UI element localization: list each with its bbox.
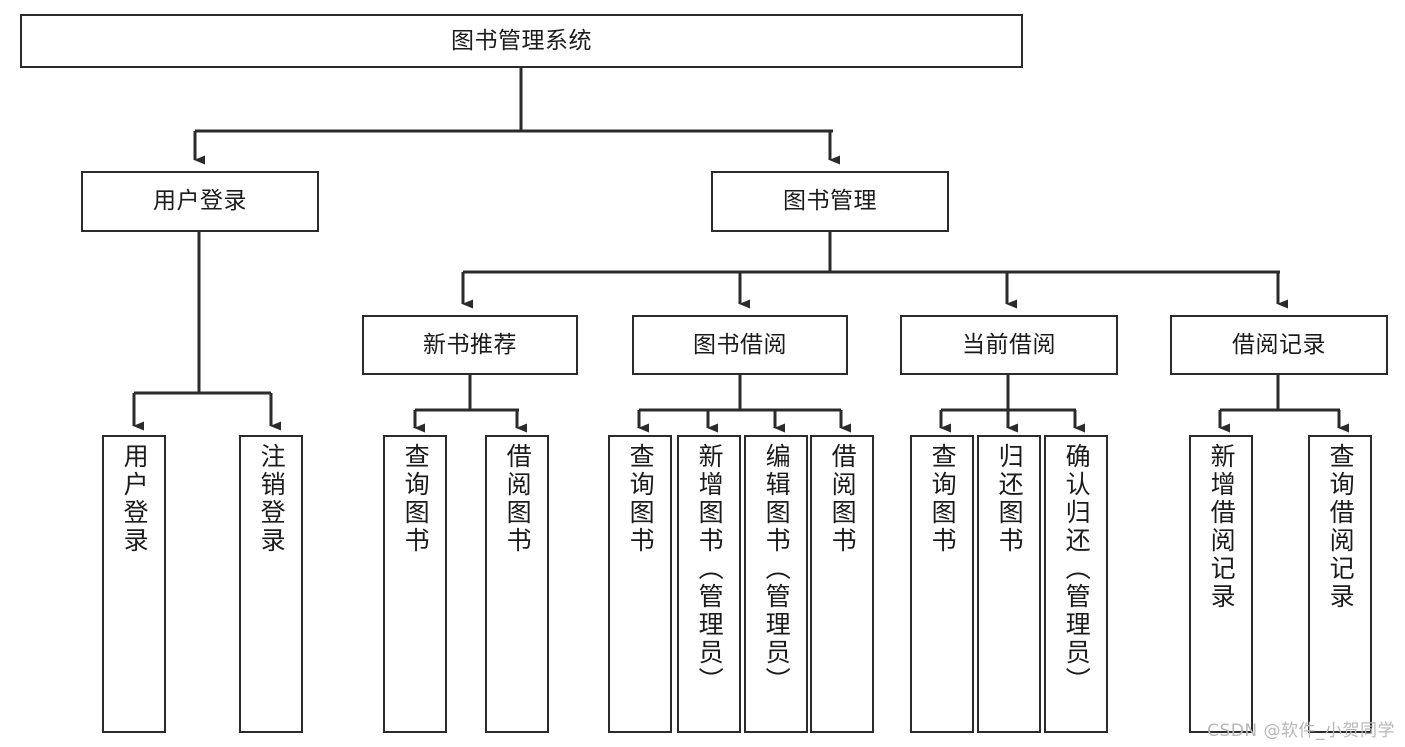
node-label: 查询借阅记录 xyxy=(1326,443,1356,611)
leaf-user-login[interactable]: 用户登录 xyxy=(102,435,166,733)
node-label: 用户登录 xyxy=(120,443,150,555)
leaf-query-book-recommend[interactable]: 查询图书 xyxy=(383,435,447,733)
node-label: 新增图书（管理员） xyxy=(695,443,725,695)
node-label: 用户登录 xyxy=(153,188,247,215)
leaf-borrow-book-recommend[interactable]: 借阅图书 xyxy=(485,435,549,733)
node-new-book-recommend[interactable]: 新书推荐 xyxy=(362,315,578,375)
node-label: 归还图书 xyxy=(995,443,1025,555)
node-label: 查询图书 xyxy=(626,443,656,555)
node-label: 借阅图书 xyxy=(503,443,533,555)
leaf-query-book-borrow[interactable]: 查询图书 xyxy=(608,435,672,733)
node-label: 借阅图书 xyxy=(828,443,858,555)
node-book-borrow[interactable]: 图书借阅 xyxy=(632,315,848,375)
node-borrow-record[interactable]: 借阅记录 xyxy=(1170,315,1388,375)
csdn-watermark: CSDN @软件_小贺同学 xyxy=(1207,721,1395,741)
leaf-query-borrow-record[interactable]: 查询借阅记录 xyxy=(1308,435,1372,733)
leaf-logout-login[interactable]: 注销登录 xyxy=(239,435,303,733)
leaf-add-borrow-record[interactable]: 新增借阅记录 xyxy=(1189,435,1253,733)
node-root-book-management-system[interactable]: 图书管理系统 xyxy=(20,14,1023,68)
leaf-confirm-return-admin[interactable]: 确认归还（管理员） xyxy=(1044,435,1108,733)
node-label: 编辑图书（管理员） xyxy=(762,443,792,695)
leaf-query-book-current[interactable]: 查询图书 xyxy=(910,435,974,733)
node-label: 注销登录 xyxy=(257,443,287,555)
node-label: 当前借阅 xyxy=(962,331,1056,358)
node-label: 图书借阅 xyxy=(693,331,787,358)
node-label: 借阅记录 xyxy=(1232,331,1326,358)
node-label: 确认归还（管理员） xyxy=(1062,443,1092,695)
node-label: 新增借阅记录 xyxy=(1207,443,1237,611)
leaf-borrow-book[interactable]: 借阅图书 xyxy=(810,435,874,733)
node-label: 查询图书 xyxy=(928,443,958,555)
leaf-edit-book-admin[interactable]: 编辑图书（管理员） xyxy=(744,435,808,733)
node-label: 查询图书 xyxy=(401,443,431,555)
node-user-login[interactable]: 用户登录 xyxy=(81,171,319,232)
node-label: 新书推荐 xyxy=(423,331,517,358)
node-label: 图书管理 xyxy=(783,188,877,215)
leaf-add-book-admin[interactable]: 新增图书（管理员） xyxy=(677,435,741,733)
node-book-manage[interactable]: 图书管理 xyxy=(711,171,949,232)
leaf-return-book[interactable]: 归还图书 xyxy=(977,435,1041,733)
node-label: 图书管理系统 xyxy=(451,27,592,54)
node-current-borrow[interactable]: 当前借阅 xyxy=(900,315,1118,375)
